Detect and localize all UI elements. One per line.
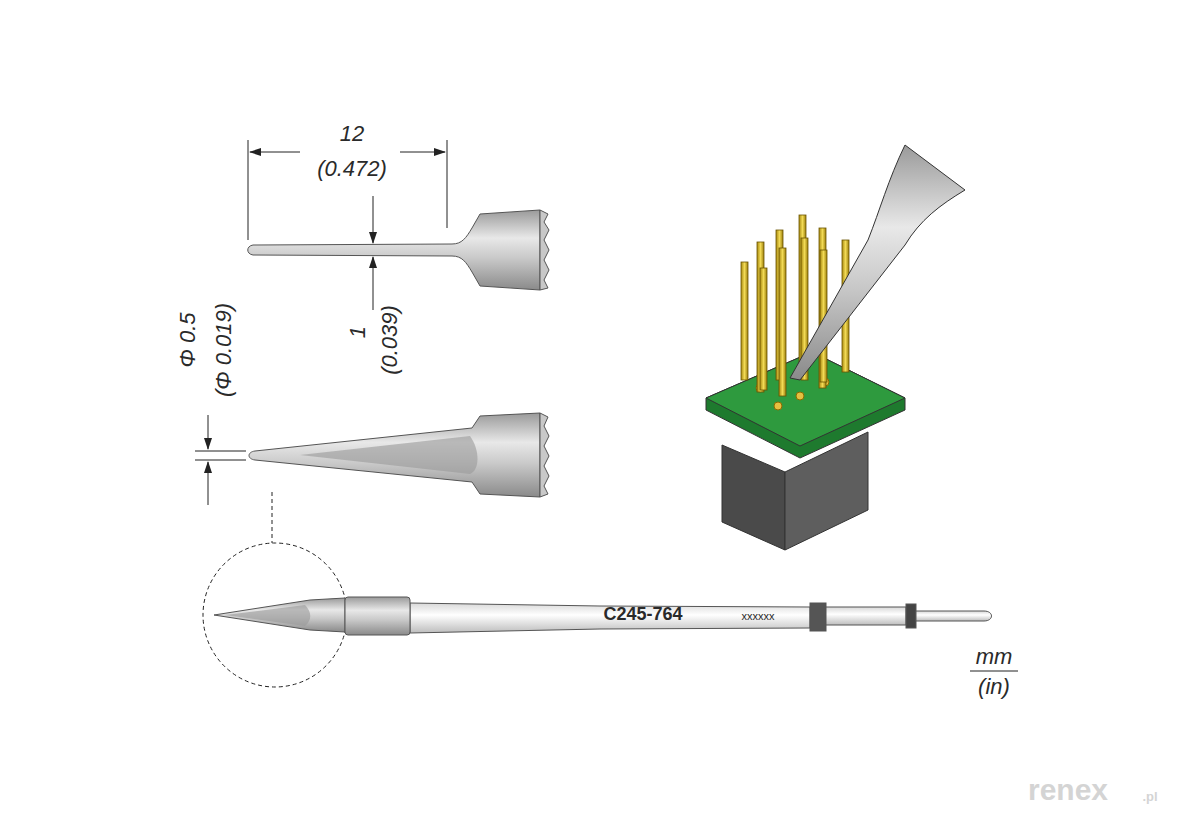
watermark-text: renex xyxy=(1028,775,1108,805)
unit-label-text: mm xyxy=(976,646,1013,668)
dimension-value-text: (0.039) xyxy=(379,305,401,375)
part-number-text: C245-764 xyxy=(603,605,682,623)
dimension-value: (0.039) xyxy=(379,305,401,375)
dimension-lines xyxy=(195,140,1018,687)
dimension-value-text: 1 xyxy=(347,326,369,338)
watermark-text: .pl xyxy=(1142,790,1157,803)
unit-label: mm xyxy=(976,646,1013,668)
serial-placeholder-text: xxxxxx xyxy=(742,611,775,622)
dimension-value-text: (0.472) xyxy=(317,158,387,180)
watermark: renex xyxy=(1028,775,1108,805)
dimension-value: Φ 0.5 xyxy=(177,312,199,367)
dimension-value-text: 12 xyxy=(340,123,364,145)
dimension-value-text: Φ 0.5 xyxy=(177,312,199,367)
watermark: .pl xyxy=(1142,790,1157,803)
dimension-value: (0.472) xyxy=(317,158,387,180)
dimension-value: (Φ 0.019) xyxy=(213,303,235,397)
unit-label: (in) xyxy=(978,676,1010,698)
connector-illustration xyxy=(706,145,965,550)
dimension-value: 1 xyxy=(347,326,369,338)
dimension-value-text: (Φ 0.019) xyxy=(213,303,235,397)
part-number: C245-764 xyxy=(603,605,682,623)
tip-top-view xyxy=(248,210,549,290)
dimension-value: 12 xyxy=(340,123,364,145)
unit-label-text: (in) xyxy=(978,676,1010,698)
tip-side-view xyxy=(249,413,549,497)
cartridge xyxy=(214,597,992,635)
serial-placeholder: xxxxxx xyxy=(742,611,775,622)
